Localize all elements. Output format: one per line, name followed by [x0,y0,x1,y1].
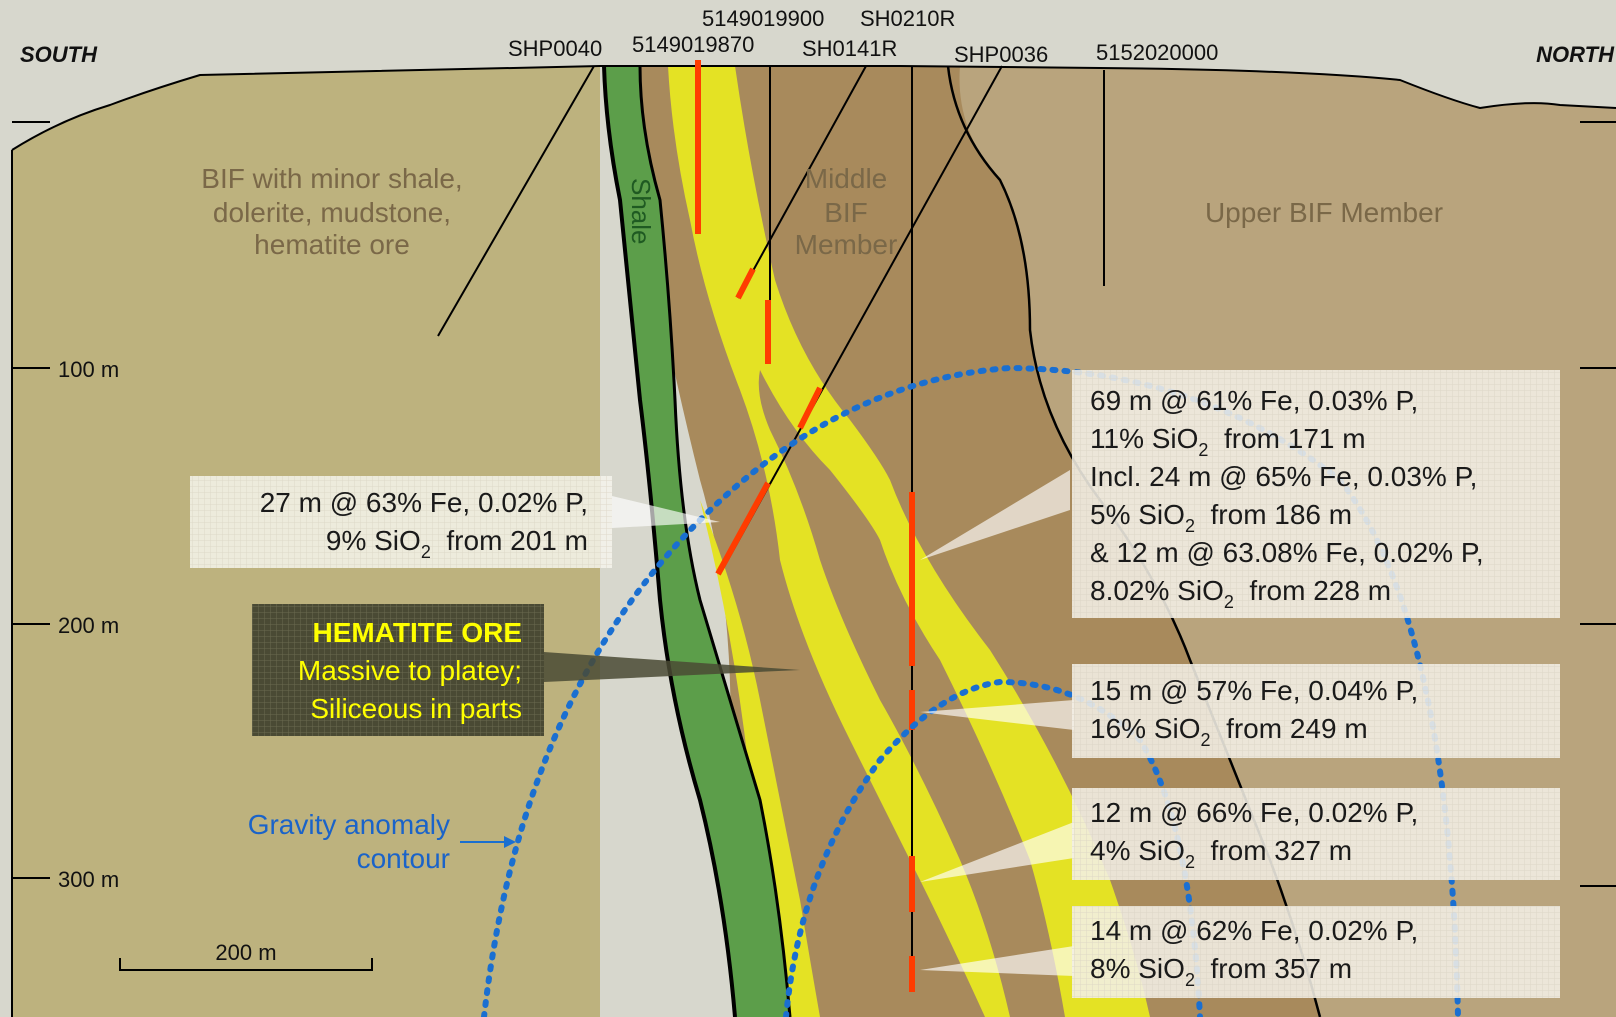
middle-bif-unit [640,66,1320,1017]
drillhole-label-sh0141r: SH0141R [802,36,897,61]
box1-line6: 8.02% SiO2 from 228 m [1090,575,1391,612]
drillhole-label-shp0036: SHP0036 [954,42,1048,67]
label-north: NORTH [1536,42,1615,67]
label-south: SOUTH [20,42,98,67]
intercept-box-3 [1072,788,1560,880]
intercept-left-line2: 9% SiO2 from 201 m [326,525,588,562]
depth-label-100m: 100 m [58,357,119,382]
box1-callout-pointer [920,470,1070,560]
hematite-legend-box [252,604,544,736]
shale-contact-right [638,65,792,1017]
middle-bif-label-line3: Member [795,229,898,260]
intercept-left-line1: 27 m @ 63% Fe, 0.02% P, [260,487,588,518]
drillhole-sh0141r [737,65,867,299]
depth-label-300m: 300 m [58,867,119,892]
gravity-contour-outer [481,364,1461,1017]
intercept-box-2 [1072,664,1560,758]
intercept-box-4 [1072,906,1560,998]
drillhole-label-5152020000: 5152020000 [1096,40,1218,65]
box1-line3: Incl. 24 m @ 65% Fe, 0.03% P, [1090,461,1477,492]
drillhole-label-5149019870: 5149019870 [632,32,754,57]
upper-bif-label: Upper BIF Member [1205,197,1443,228]
left-callout-pointer [612,496,720,528]
box4-line1: 14 m @ 62% Fe, 0.02% P, [1090,915,1418,946]
hematite-line1: Massive to platey; [298,655,522,686]
box3-line2: 4% SiO2 from 327 m [1090,835,1352,872]
box1-line2: 11% SiO2 from 171 m [1090,423,1366,460]
hematite-title: HEMATITE ORE [313,617,522,648]
intercept-box-left [190,476,612,568]
bif-left-label-line2: dolerite, mudstone, [213,197,451,228]
ground-surface [11,65,1616,151]
scale-bar [119,958,373,971]
hematite-line2: Siliceous in parts [310,693,522,724]
hematite-callout-pointer [544,652,800,682]
hematite-ore-inner-lens [700,500,820,1017]
box3-line1: 12 m @ 66% Fe, 0.02% P, [1090,797,1418,828]
drillhole-shp0040 [437,65,595,337]
bif-left-label-line1: BIF with minor shale, [201,163,462,194]
intercept-shp0036-upper [797,386,823,430]
depth-label-200m: 200 m [58,613,119,638]
box1-line5: & 12 m @ 63.08% Fe, 0.02% P, [1090,537,1484,568]
box1-line1: 69 m @ 61% Fe, 0.03% P, [1090,385,1418,416]
middle-bif-label-line1: Middle [805,163,887,194]
box4-callout-pointer [920,946,1074,976]
intercept-sh0141r [735,267,756,300]
gravity-label-line2: contour [357,843,450,874]
box3-callout-pointer [920,822,1074,882]
intercept-markers [695,60,915,992]
intercept-box-1 [1072,370,1560,618]
scale-bar-line [119,958,373,971]
gravity-label-line1: Gravity anomaly [248,809,450,840]
drillhole-label-sh0210r: SH0210R [860,6,955,31]
box2-line1: 15 m @ 57% Fe, 0.04% P, [1090,675,1418,706]
box1-line4: 5% SiO2 from 186 m [1090,499,1352,536]
intercept-shp0036-lower [715,481,771,576]
gravity-contour-inner [783,678,1203,1017]
scale-bar-label: 200 m [215,940,276,965]
box2-line2: 16% SiO2 from 249 m [1090,713,1368,750]
gravity-arrow-head [504,836,516,848]
drillhole-label-shp0040: SHP0040 [508,36,602,61]
bif-left-label-line3: hematite ore [254,229,410,260]
shale-label: Shale [626,178,656,245]
depth-scale [12,367,1616,887]
box4-line2: 8% SiO2 from 357 m [1090,953,1352,990]
middle-bif-label-line2: BIF [824,197,868,228]
box2-callout-pointer [920,700,1074,730]
shale-band [604,66,790,1017]
drillhole-label-5149019900: 5149019900 [702,6,824,31]
